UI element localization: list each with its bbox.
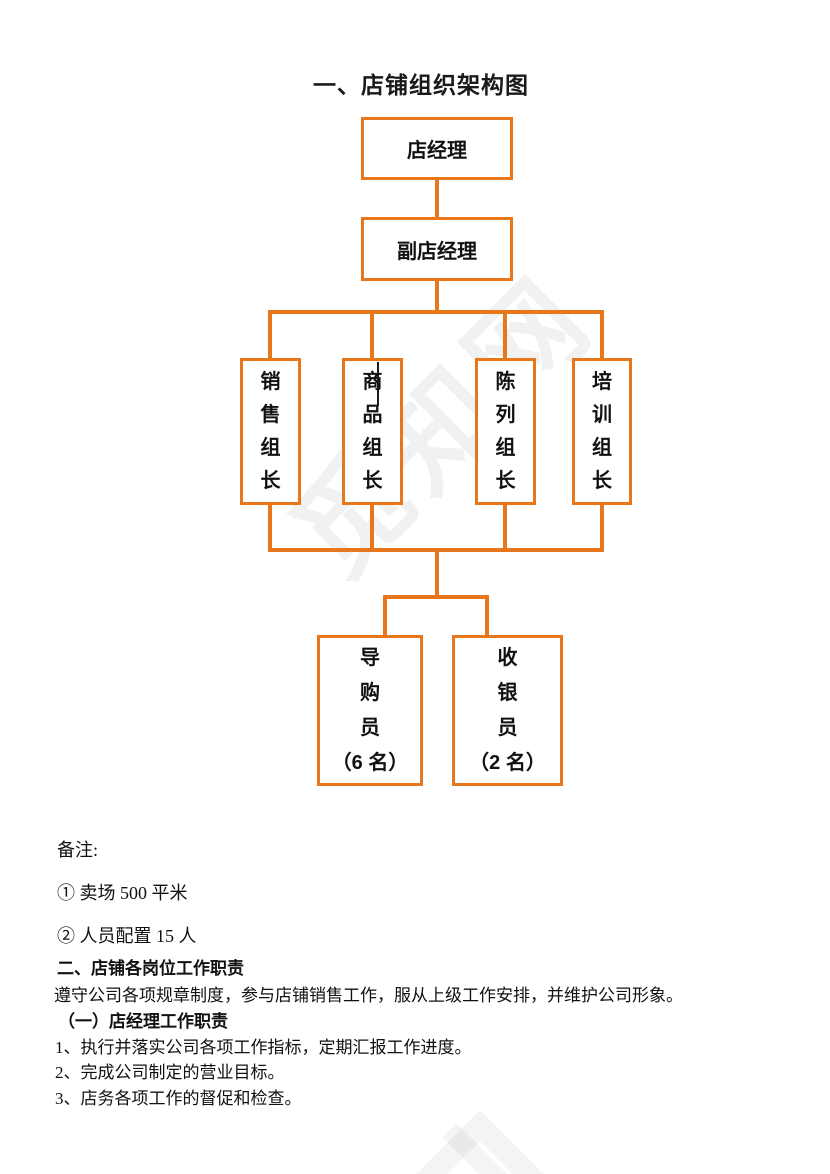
connector-l4-bar <box>383 595 489 599</box>
org-node-cashier: 收银员 （2 名） <box>452 635 563 786</box>
connector-rise-goods <box>370 504 374 550</box>
connector-drop-cashier <box>485 597 489 635</box>
connector-l2-trunk <box>435 280 439 313</box>
org-node-label: 店经理 <box>407 140 467 162</box>
org-node-deputy-manager: 副店经理 <box>361 217 513 281</box>
notes-heading: 备注: <box>57 840 99 860</box>
connector-rise-sales <box>268 504 272 550</box>
org-node-label: 陈列组长 <box>495 370 516 492</box>
connector-drop-goods <box>370 312 374 359</box>
org-node-label: 销售组长 <box>260 370 281 492</box>
section2-title: 二、店铺各岗位工作职责 <box>57 959 244 978</box>
org-node-shopping-guide: 导购员 （6 名） <box>317 635 423 786</box>
text-cursor-artifact <box>377 362 379 406</box>
org-node-store-manager: 店经理 <box>361 117 513 180</box>
section2-intro: 遵守公司各项规章制度，参与店铺销售工作，服从上级工作安排，并维护公司形象。 <box>54 986 683 1005</box>
connector-trunk-l4 <box>435 550 439 597</box>
org-node-label: 商品组长 <box>362 370 383 492</box>
connector-drop-sales <box>268 312 272 359</box>
duty-item: 3、店务各项工作的督促和检查。 <box>55 1089 302 1108</box>
org-node-headcount: （6 名） <box>331 751 409 774</box>
connector-drop-training <box>600 312 604 359</box>
section1-title: 一、店铺组织架构图 <box>313 72 529 98</box>
org-node-label: 副店经理 <box>397 240 477 263</box>
org-node-sales-leader: 销售组长 <box>240 358 301 505</box>
connector-drop-guide <box>383 597 387 635</box>
subsection-title: （一）店经理工作职责 <box>58 1012 228 1031</box>
org-node-label: 导购员 <box>360 646 380 739</box>
org-node-label: 收银员 <box>497 646 518 739</box>
duty-item: 1、执行并落实公司各项工作指标，定期汇报工作进度。 <box>55 1038 472 1057</box>
connector-drop-display <box>503 312 507 359</box>
note-item: ① 卖场 500 平米 <box>57 883 188 903</box>
org-node-goods-leader: 商品组长 <box>342 358 403 505</box>
org-node-headcount: （2 名） <box>469 751 546 774</box>
org-node-display-leader: 陈列组长 <box>475 358 536 505</box>
connector-rise-training <box>600 504 604 550</box>
connector-rise-display <box>503 504 507 550</box>
note-item: ② 人员配置 15 人 <box>57 926 197 946</box>
org-node-training-leader: 培训组长 <box>572 358 632 505</box>
org-node-label: 培训组长 <box>592 370 612 492</box>
connector-l1-l2 <box>435 179 439 219</box>
connector-l3-topbar <box>268 310 604 314</box>
duty-item: 2、完成公司制定的营业目标。 <box>55 1063 285 1082</box>
